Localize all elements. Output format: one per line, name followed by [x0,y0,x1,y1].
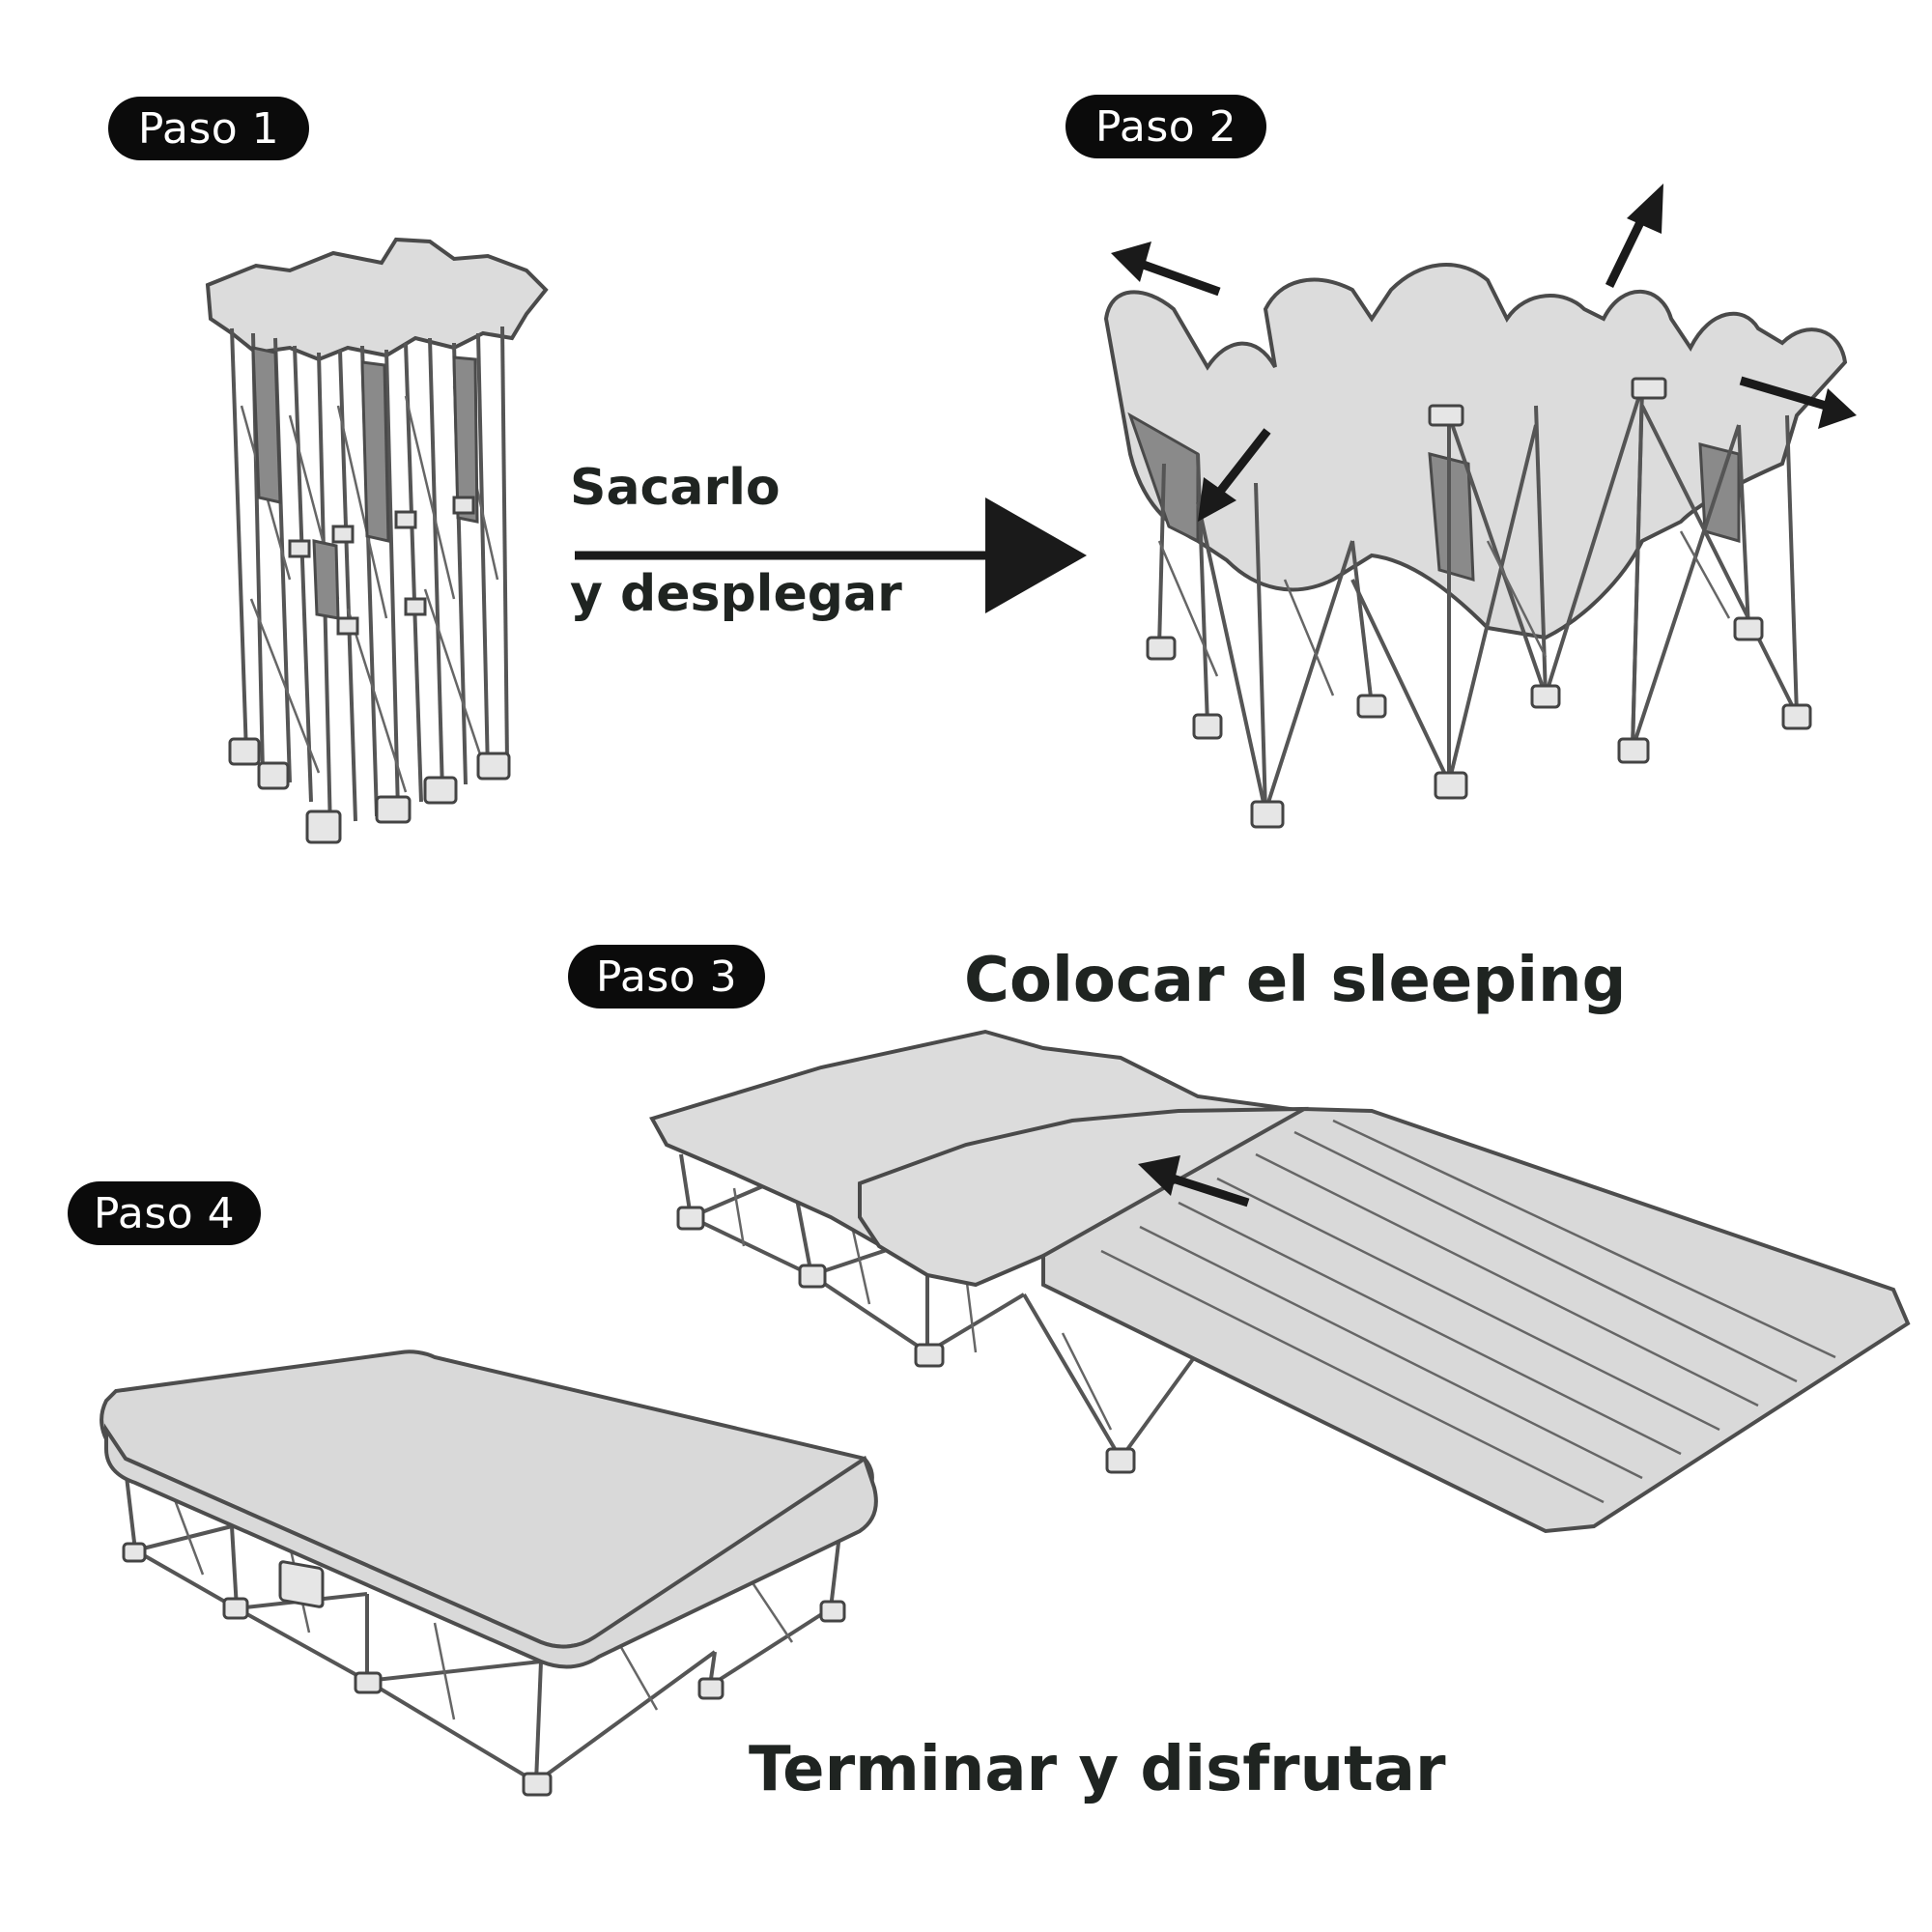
step-3-badge: Paso 3 [568,945,765,1009]
step-1-caption-line-1: Sacarlo [570,459,781,517]
step-1-caption-line-2: y desplegar [570,565,902,623]
step-4-badge: Paso 4 [68,1181,261,1245]
finished-cot-illustration [99,1350,878,1797]
step-1-badge: Paso 1 [108,97,309,160]
folded-cot-illustration [205,237,549,844]
step-3-caption: Colocar el sleeping [964,945,1627,1016]
unfolding-cot-illustration [1103,184,1857,829]
cot-with-sleeping-pad-illustration [649,1029,1911,1534]
transition-arrow [575,497,1087,613]
step-4-caption: Terminar y disfrutar [749,1734,1446,1805]
step-2-badge: Paso 2 [1065,95,1266,158]
